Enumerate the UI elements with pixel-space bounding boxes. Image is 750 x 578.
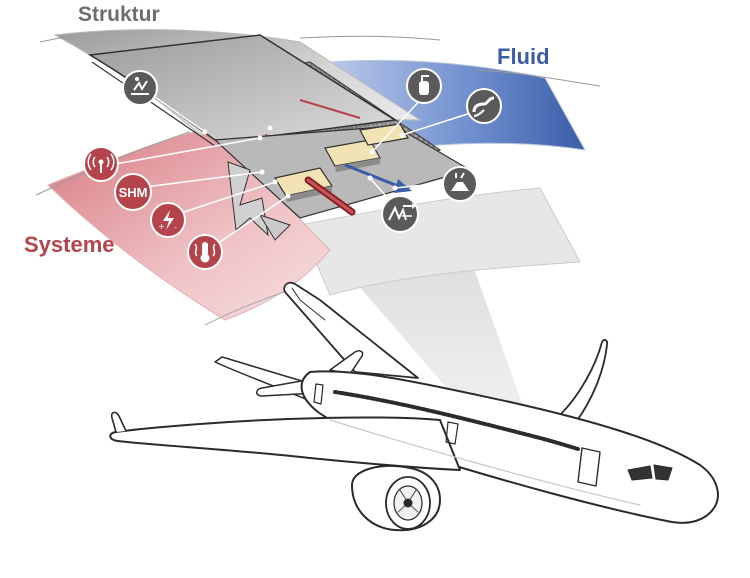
lightning-icon: + -: [150, 202, 186, 238]
cockpit-window: [627, 465, 653, 481]
impact-damage-icon: [122, 70, 158, 106]
systems-label: Systeme: [24, 232, 115, 257]
winglet: [559, 338, 609, 423]
svg-text:+: +: [158, 222, 165, 231]
extinguisher-icon: [406, 68, 442, 104]
fluid-label: Fluid: [497, 44, 550, 69]
deicing-icon: [442, 166, 478, 202]
engine: [351, 464, 441, 532]
main-wing: [109, 416, 461, 471]
structure-label: Struktur: [78, 3, 160, 26]
antenna-icon: [83, 146, 119, 182]
connector-lines: [109, 94, 481, 251]
heat-exchange-icon: [381, 195, 419, 233]
fluid-flow-arrow: [344, 163, 412, 193]
svg-text:-: -: [174, 223, 177, 232]
shm-label: SHM: [119, 185, 148, 200]
shm-icon: SHM: [114, 173, 152, 211]
airplane: [109, 281, 719, 532]
temperature-icon: [187, 234, 223, 270]
window-row: [333, 390, 580, 451]
lower-gray-panel: [299, 187, 581, 296]
front-door: [577, 447, 601, 487]
vertical-tail: [283, 281, 419, 379]
flow-curve-icon: [466, 88, 502, 124]
